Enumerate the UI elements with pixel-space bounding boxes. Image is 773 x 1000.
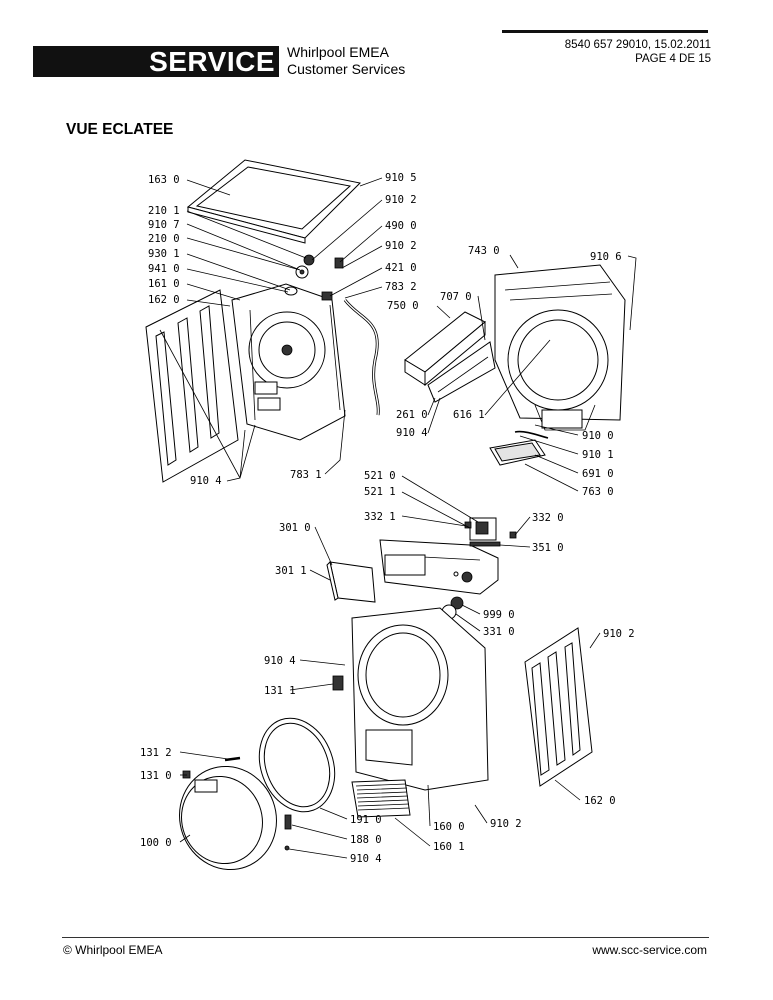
label-930-1: 930 1 — [148, 248, 180, 260]
label-783-2: 783 2 — [385, 281, 417, 293]
label-743-0: 743 0 — [468, 245, 500, 257]
rear-panel-left — [145, 289, 239, 483]
label-332-1: 332 1 — [364, 511, 396, 523]
header-rule — [502, 30, 708, 33]
label-750-0: 750 0 — [387, 300, 419, 312]
label-910-1: 910 1 — [582, 449, 614, 461]
label-100-0: 100 0 — [140, 837, 172, 849]
label-162-0: 162 0 — [148, 294, 180, 306]
label-999-0: 999 0 — [483, 609, 515, 621]
lint-filter — [489, 430, 549, 466]
drum-support — [494, 264, 626, 431]
company-line-2: Customer Services — [287, 61, 406, 77]
label-210-1: 210 1 — [148, 205, 180, 217]
label-191-0: 191 0 — [350, 814, 382, 826]
page-title: VUE ECLATEE — [66, 121, 174, 138]
label-301-0: 301 0 — [279, 522, 311, 534]
leader-lines — [159, 177, 637, 859]
label-351-0: 351 0 — [532, 542, 564, 554]
company-name: Whirlpool EMEA Customer Services — [287, 44, 405, 78]
label-261-0: 261 0 — [396, 409, 428, 421]
doc-number: 8540 657 29010, 15.02.2011 — [564, 39, 711, 51]
door — [179, 765, 277, 871]
label-162-0: 162 0 — [584, 795, 616, 807]
label-421-0: 421 0 — [385, 262, 417, 274]
label-161-0: 161 0 — [148, 278, 180, 290]
hinge-small-parts — [284, 254, 344, 301]
label-691-0: 691 0 — [582, 468, 614, 480]
label-131-1: 131 1 — [264, 685, 296, 697]
label-163-0: 163 0 — [148, 174, 180, 186]
company-line-1: Whirlpool EMEA — [287, 44, 389, 60]
label-131-2: 131 2 — [140, 747, 172, 759]
document-reference: 8540 657 29010, 15.02.2011 PAGE 4 DE 15 — [565, 38, 711, 66]
copyright: © Whirlpool EMEA — [63, 943, 163, 957]
label-910-4: 910 4 — [350, 853, 382, 865]
label-521-0: 521 0 — [364, 470, 396, 482]
label-910-6: 910 6 — [590, 251, 622, 263]
label-910-4: 910 4 — [190, 475, 222, 487]
drawer — [326, 561, 376, 603]
label-301-1: 301 1 — [275, 565, 307, 577]
label-910-2: 910 2 — [490, 818, 522, 830]
label-521-1: 521 1 — [364, 486, 396, 498]
label-941-0: 941 0 — [148, 263, 180, 275]
page-number: PAGE 4 DE 15 — [635, 53, 711, 65]
label-910-4: 910 4 — [264, 655, 296, 667]
footer-rule — [62, 937, 709, 938]
label-131-0: 131 0 — [140, 770, 172, 782]
label-783-1: 783 1 — [290, 469, 322, 481]
control-panel — [379, 517, 517, 595]
label-210-0: 210 0 — [148, 233, 180, 245]
website-link[interactable]: www.scc-service.com — [592, 943, 707, 957]
front-panel — [351, 607, 489, 791]
side-panel-right — [524, 627, 593, 787]
label-910-0: 910 0 — [582, 430, 614, 442]
label-910-2: 910 2 — [385, 240, 417, 252]
label-763-0: 763 0 — [582, 486, 614, 498]
label-910-5: 910 5 — [385, 172, 417, 184]
label-160-1: 160 1 — [433, 841, 465, 853]
label-910-2: 910 2 — [385, 194, 417, 206]
label-910-4: 910 4 — [396, 427, 428, 439]
label-188-0: 188 0 — [350, 834, 382, 846]
filter-grille — [351, 779, 411, 818]
label-490-0: 490 0 — [385, 220, 417, 232]
label-160-0: 160 0 — [433, 821, 465, 833]
label-910-2: 910 2 — [603, 628, 635, 640]
service-logo: SERVICE — [33, 46, 279, 77]
label-707-0: 707 0 — [440, 291, 472, 303]
rear-frame — [231, 283, 346, 441]
water-container — [404, 311, 496, 403]
label-332-0: 332 0 — [532, 512, 564, 524]
label-331-0: 331 0 — [483, 626, 515, 638]
part-labels: 163 0 910 5 210 1 910 2 910 7 490 0 210 … — [140, 172, 635, 865]
label-910-7: 910 7 — [148, 219, 180, 231]
top-lid — [186, 159, 362, 244]
label-616-1: 616 1 — [453, 409, 485, 421]
